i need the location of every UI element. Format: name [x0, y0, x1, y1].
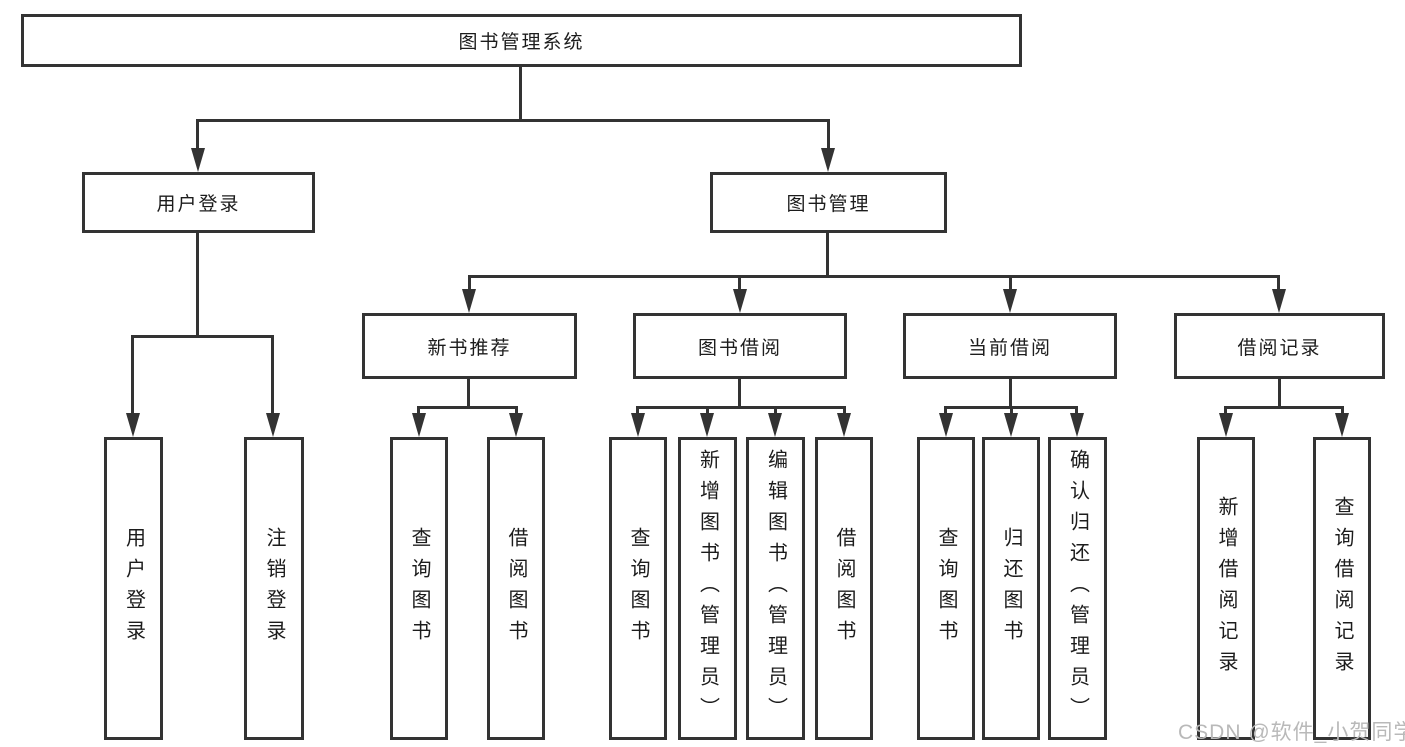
arrow-down-icon — [509, 413, 523, 437]
node-book-borrow: 图书借阅 — [633, 313, 847, 379]
connector-line — [1009, 377, 1012, 409]
node-new-book-recommend: 新书推荐 — [362, 313, 577, 379]
connector-line — [515, 406, 518, 417]
node-user-login-label: 用户登录 — [156, 194, 241, 215]
connector-line — [468, 275, 471, 292]
leaf-label: 新增图书（管理员） — [696, 449, 719, 728]
arrow-down-icon — [821, 148, 835, 172]
arrow-down-icon — [768, 413, 782, 437]
leaf-add-books-admin: 新增图书（管理员） — [678, 437, 737, 740]
connector-line — [738, 275, 741, 292]
arrow-down-icon — [1070, 413, 1084, 437]
arrow-down-icon — [631, 413, 645, 437]
leaf-user-login: 用户登录 — [104, 437, 163, 740]
node-root-label: 图书管理系统 — [458, 32, 585, 53]
arrow-down-icon — [462, 289, 476, 313]
leaf-query-books-recommend: 查询图书 — [390, 437, 448, 740]
connector-line — [417, 406, 420, 417]
node-new-book-recommend-label: 新书推荐 — [427, 337, 512, 359]
connector-line — [417, 406, 518, 409]
connector-line — [1224, 406, 1344, 409]
connector-line — [636, 406, 846, 409]
leaf-confirm-return-admin: 确认归还（管理员） — [1048, 437, 1107, 740]
connector-line — [827, 119, 830, 151]
leaf-borrow-books: 借阅图书 — [815, 437, 873, 740]
connector-line — [196, 119, 199, 151]
arrow-down-icon — [700, 413, 714, 437]
leaf-query-books-borrow: 查询图书 — [609, 437, 667, 740]
leaf-label: 编辑图书（管理员） — [764, 449, 787, 728]
leaf-label: 确认归还（管理员） — [1066, 449, 1089, 728]
connector-line — [131, 335, 134, 415]
arrow-down-icon — [1219, 413, 1233, 437]
connector-line — [1278, 377, 1281, 409]
connector-line — [467, 377, 470, 409]
connector-line — [1277, 275, 1280, 292]
leaf-edit-books-admin: 编辑图书（管理员） — [746, 437, 805, 740]
leaf-label: 借阅图书 — [833, 526, 855, 651]
arrow-down-icon — [837, 413, 851, 437]
connector-line — [1075, 406, 1078, 417]
connector-line — [131, 335, 274, 338]
connector-line — [519, 67, 522, 122]
node-borrow-records-label: 借阅记录 — [1237, 337, 1322, 359]
leaf-label: 借阅图书 — [505, 526, 527, 651]
leaf-borrow-books-recommend: 借阅图书 — [487, 437, 545, 740]
leaf-label: 新增借阅记录 — [1215, 495, 1237, 682]
arrow-down-icon — [266, 413, 280, 437]
leaf-label: 查询图书 — [408, 526, 430, 651]
connector-line — [271, 335, 274, 415]
arrow-down-icon — [1004, 413, 1018, 437]
arrow-down-icon — [126, 413, 140, 437]
connector-line — [1341, 406, 1344, 417]
arrow-down-icon — [412, 413, 426, 437]
arrow-down-icon — [939, 413, 953, 437]
arrow-down-icon — [733, 289, 747, 313]
connector-line — [826, 231, 829, 278]
leaf-label: 查询图书 — [627, 526, 649, 651]
leaf-query-borrow-record: 查询借阅记录 — [1313, 437, 1371, 740]
connector-line — [706, 406, 709, 417]
arrow-down-icon — [1272, 289, 1286, 313]
watermark: CSDN @软件_小贺同学 — [1178, 721, 1405, 744]
leaf-query-books-current: 查询图书 — [917, 437, 975, 740]
arrow-down-icon — [1335, 413, 1349, 437]
node-current-borrow: 当前借阅 — [903, 313, 1117, 379]
node-borrow-records: 借阅记录 — [1174, 313, 1385, 379]
connector-line — [196, 231, 199, 338]
connector-line — [774, 406, 777, 417]
leaf-label: 注销登录 — [263, 526, 285, 651]
leaf-label: 查询借阅记录 — [1331, 495, 1353, 682]
connector-line — [196, 119, 830, 122]
connector-line — [843, 406, 846, 417]
leaf-label: 查询图书 — [935, 526, 957, 651]
leaf-add-borrow-record: 新增借阅记录 — [1197, 437, 1255, 740]
node-book-borrow-label: 图书借阅 — [697, 337, 782, 359]
node-user-login: 用户登录 — [82, 172, 315, 233]
connector-line — [1009, 275, 1012, 292]
leaf-label: 用户登录 — [122, 526, 145, 651]
connector-line — [944, 406, 947, 417]
node-current-borrow-label: 当前借阅 — [967, 337, 1052, 359]
connector-line — [636, 406, 639, 417]
node-root: 图书管理系统 — [21, 14, 1022, 67]
node-book-management-label: 图书管理 — [786, 194, 871, 215]
connector-line — [1224, 406, 1227, 417]
leaf-label: 归还图书 — [1000, 526, 1022, 651]
leaf-return-books: 归还图书 — [982, 437, 1040, 740]
connector-line — [468, 275, 1280, 278]
node-book-management: 图书管理 — [710, 172, 947, 233]
connector-line — [1010, 406, 1013, 417]
connector-line — [738, 377, 741, 409]
arrow-down-icon — [191, 148, 205, 172]
leaf-logout: 注销登录 — [244, 437, 304, 740]
arrow-down-icon — [1003, 289, 1017, 313]
